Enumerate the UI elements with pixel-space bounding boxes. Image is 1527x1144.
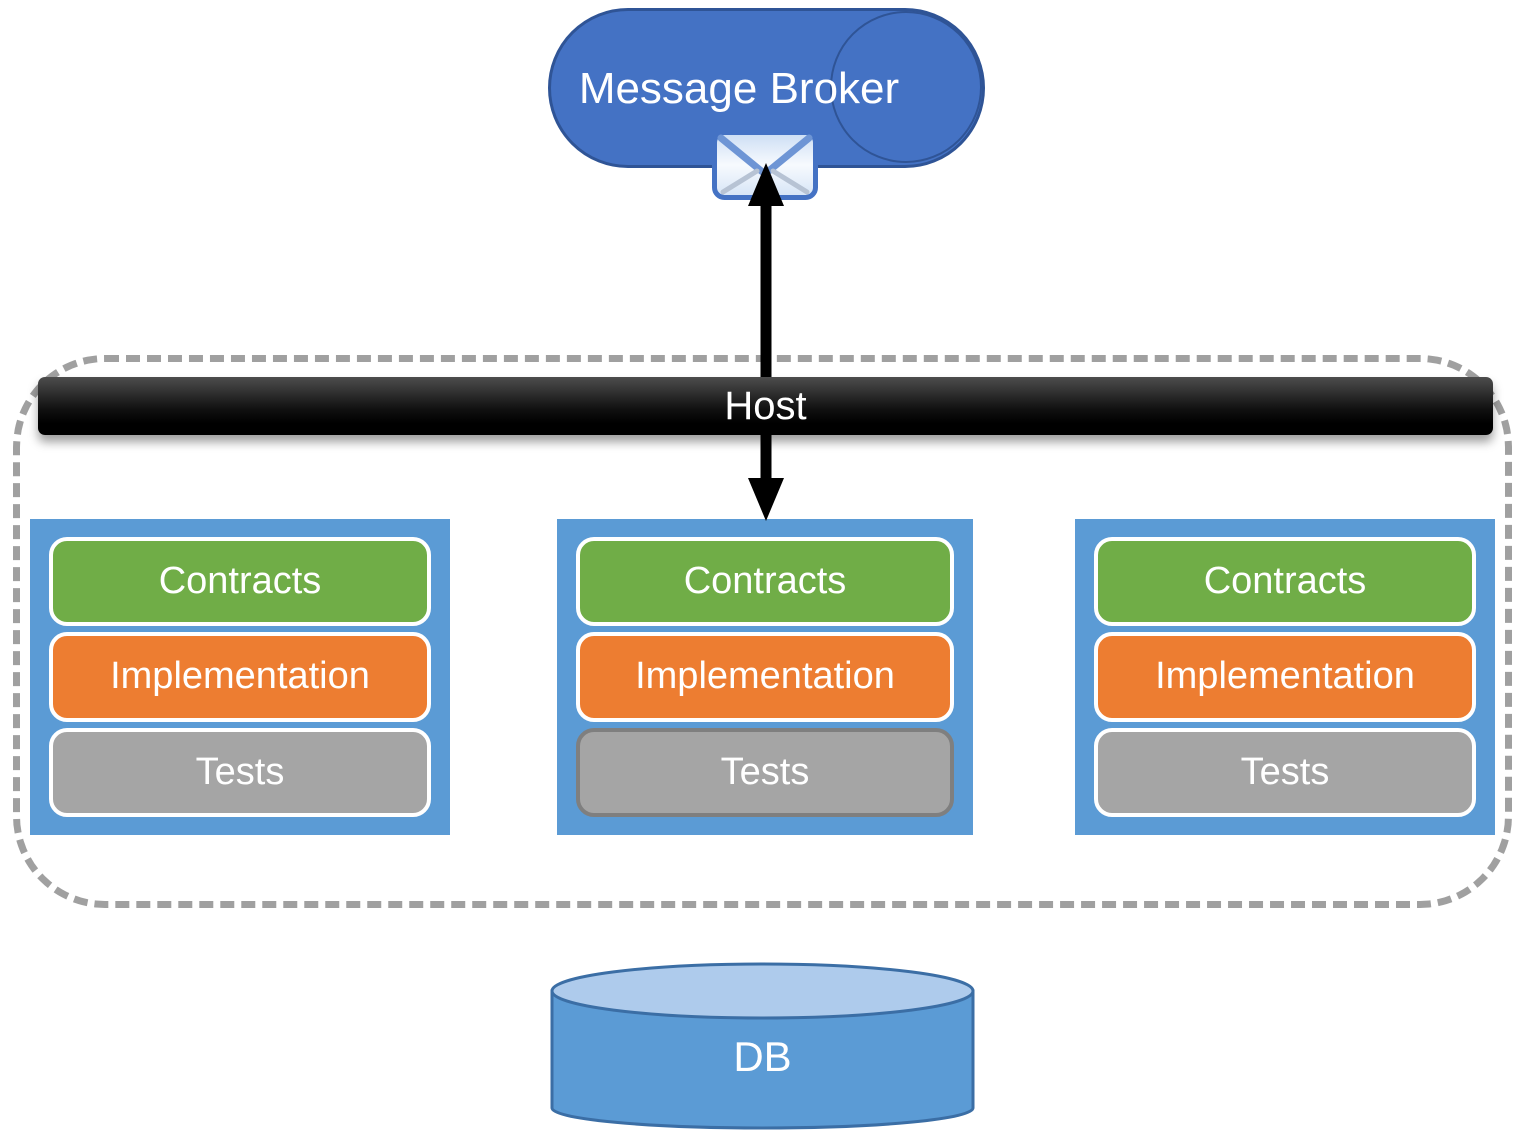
tests-label: Tests bbox=[1240, 750, 1330, 793]
implementation-label: Implementation bbox=[1155, 655, 1415, 698]
tests-layer: Tests bbox=[1094, 727, 1476, 817]
message-broker-label: Message Broker bbox=[578, 63, 900, 113]
host-label: Host bbox=[724, 383, 807, 428]
broker-cylinder-cap bbox=[830, 11, 982, 163]
tests-layer: Tests bbox=[576, 727, 954, 817]
contracts-layer: Contracts bbox=[1094, 537, 1476, 627]
tests-label: Tests bbox=[195, 750, 285, 793]
db-label: DB bbox=[733, 1033, 792, 1080]
implementation-label: Implementation bbox=[110, 655, 370, 698]
contracts-label: Contracts bbox=[158, 560, 322, 603]
envelope-icon bbox=[712, 130, 818, 200]
implementation-layer: Implementation bbox=[1094, 632, 1476, 722]
host-bar: Host bbox=[38, 377, 1493, 435]
implementation-layer: Implementation bbox=[49, 632, 431, 722]
implementation-layer: Implementation bbox=[576, 632, 954, 722]
tests-label: Tests bbox=[720, 750, 810, 793]
service-box-middle: Contracts Implementation Tests bbox=[557, 519, 973, 835]
service-box-left: Contracts Implementation Tests bbox=[30, 519, 450, 835]
service-box-right: Contracts Implementation Tests bbox=[1075, 519, 1495, 835]
db-cylinder: DB bbox=[549, 961, 976, 1139]
db-cylinder-shape bbox=[550, 962, 975, 1130]
tests-layer: Tests bbox=[49, 727, 431, 817]
contracts-label: Contracts bbox=[1203, 560, 1367, 603]
contracts-layer: Contracts bbox=[49, 537, 431, 627]
contracts-layer: Contracts bbox=[576, 537, 954, 627]
contracts-label: Contracts bbox=[683, 560, 847, 603]
implementation-label: Implementation bbox=[635, 655, 895, 698]
